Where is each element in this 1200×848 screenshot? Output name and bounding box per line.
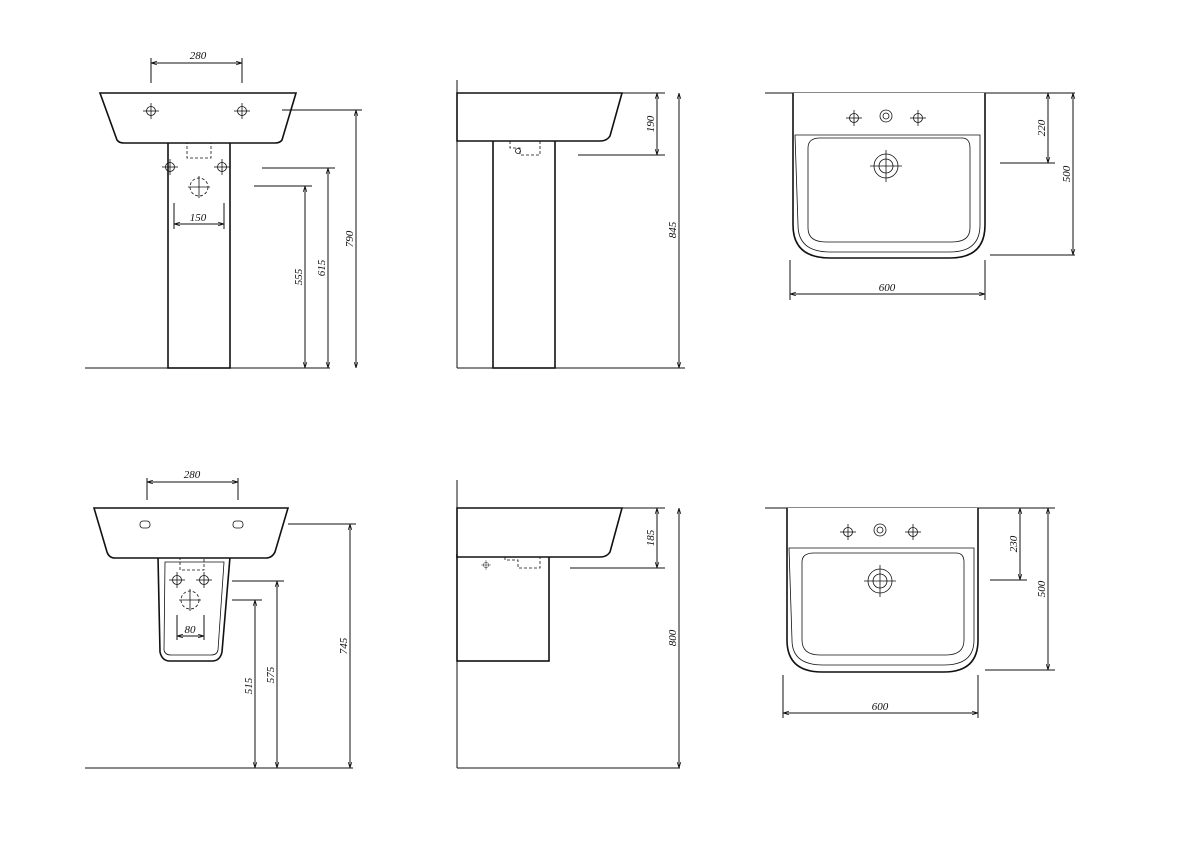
dim-height-waste: 515 xyxy=(243,677,255,694)
semi-pedestal-front-view: 280 80 515 575 745 xyxy=(85,469,356,769)
dim-tap-depth: 220 xyxy=(1036,119,1048,136)
semi-pedestal-top-view: 230 500 600 xyxy=(765,507,1055,718)
dim-total-height: 845 xyxy=(667,221,679,238)
dim-waste-width: 80 xyxy=(185,624,197,636)
dim-height-supply: 615 xyxy=(316,259,328,276)
dim-height-waste: 555 xyxy=(293,268,305,285)
dim-height-supply: 575 xyxy=(265,666,277,683)
pedestal-top-view: 220 500 600 xyxy=(765,92,1075,300)
semi-pedestal-side-view: 185 800 xyxy=(456,480,680,769)
dim-tap-spacing: 280 xyxy=(190,50,207,62)
dim-width: 600 xyxy=(872,701,889,713)
dim-width: 600 xyxy=(879,282,896,294)
dim-total-depth: 500 xyxy=(1036,580,1048,597)
dim-basin-depth: 190 xyxy=(645,115,657,132)
dim-tap-depth: 230 xyxy=(1008,535,1020,552)
dim-height-rim: 745 xyxy=(338,637,350,654)
dim-total-depth: 500 xyxy=(1061,165,1073,182)
dim-tap-spacing: 280 xyxy=(184,469,201,481)
dim-total-height: 800 xyxy=(667,629,679,646)
pedestal-side-view: 190 845 xyxy=(456,80,685,369)
pedestal-front-view: 280 150 555 615 790 xyxy=(85,50,362,369)
dim-waste-width: 150 xyxy=(190,212,207,224)
dim-height-rim: 790 xyxy=(344,230,356,247)
dim-basin-depth: 185 xyxy=(645,529,657,546)
